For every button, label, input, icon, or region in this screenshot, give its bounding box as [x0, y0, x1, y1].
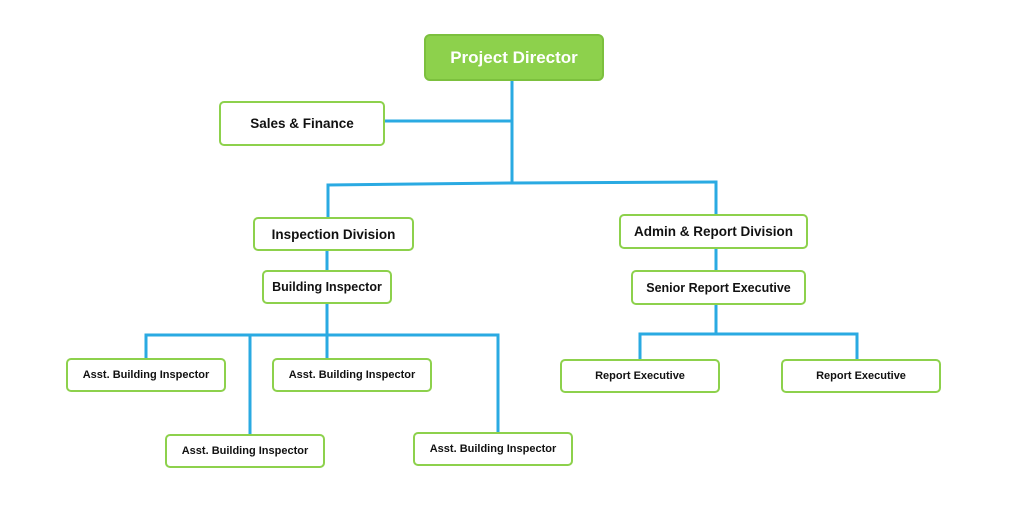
report-executive-label: Report Executive — [595, 370, 685, 382]
building-inspector-node: Building Inspector — [262, 270, 392, 304]
asst-building-inspector-node: Asst. Building Inspector — [272, 358, 432, 392]
connector-group — [144, 78, 859, 437]
project-director-node: Project Director — [424, 34, 604, 81]
asst-building-inspector-label: Asst. Building Inspector — [82, 369, 210, 381]
report-executive-node: Report Executive — [560, 359, 720, 393]
asst-building-inspector-node: Asst. Building Inspector — [66, 358, 226, 392]
asst-building-inspector-node: Asst. Building Inspector — [165, 434, 325, 468]
senior-report-executive-node: Senior Report Executive — [631, 270, 806, 305]
inspection-division-node: Inspection Division — [253, 217, 414, 251]
admin-report-division-label: Admin & Report Division — [633, 224, 793, 239]
sales-finance-label: Sales & Finance — [250, 116, 354, 131]
report-executive-node: Report Executive — [781, 359, 941, 393]
admin-report-division-node: Admin & Report Division — [619, 214, 808, 249]
building-inspector-label: Building Inspector — [272, 280, 382, 294]
report-executive-label: Report Executive — [816, 370, 906, 382]
senior-report-executive-label: Senior Report Executive — [646, 280, 791, 295]
asst-building-inspector-label: Asst. Building Inspector — [288, 369, 416, 381]
asst-building-inspector-node: Asst. Building Inspector — [413, 432, 573, 466]
asst-building-inspector-label: Asst. Building Inspector — [181, 445, 309, 457]
inspection-division-label: Inspection Division — [271, 226, 396, 242]
project-director-label: Project Director — [450, 47, 578, 67]
sales-finance-node: Sales & Finance — [219, 101, 385, 146]
asst-building-inspector-label: Asst. Building Inspector — [429, 443, 557, 455]
connector-division-bar — [326, 180, 718, 187]
